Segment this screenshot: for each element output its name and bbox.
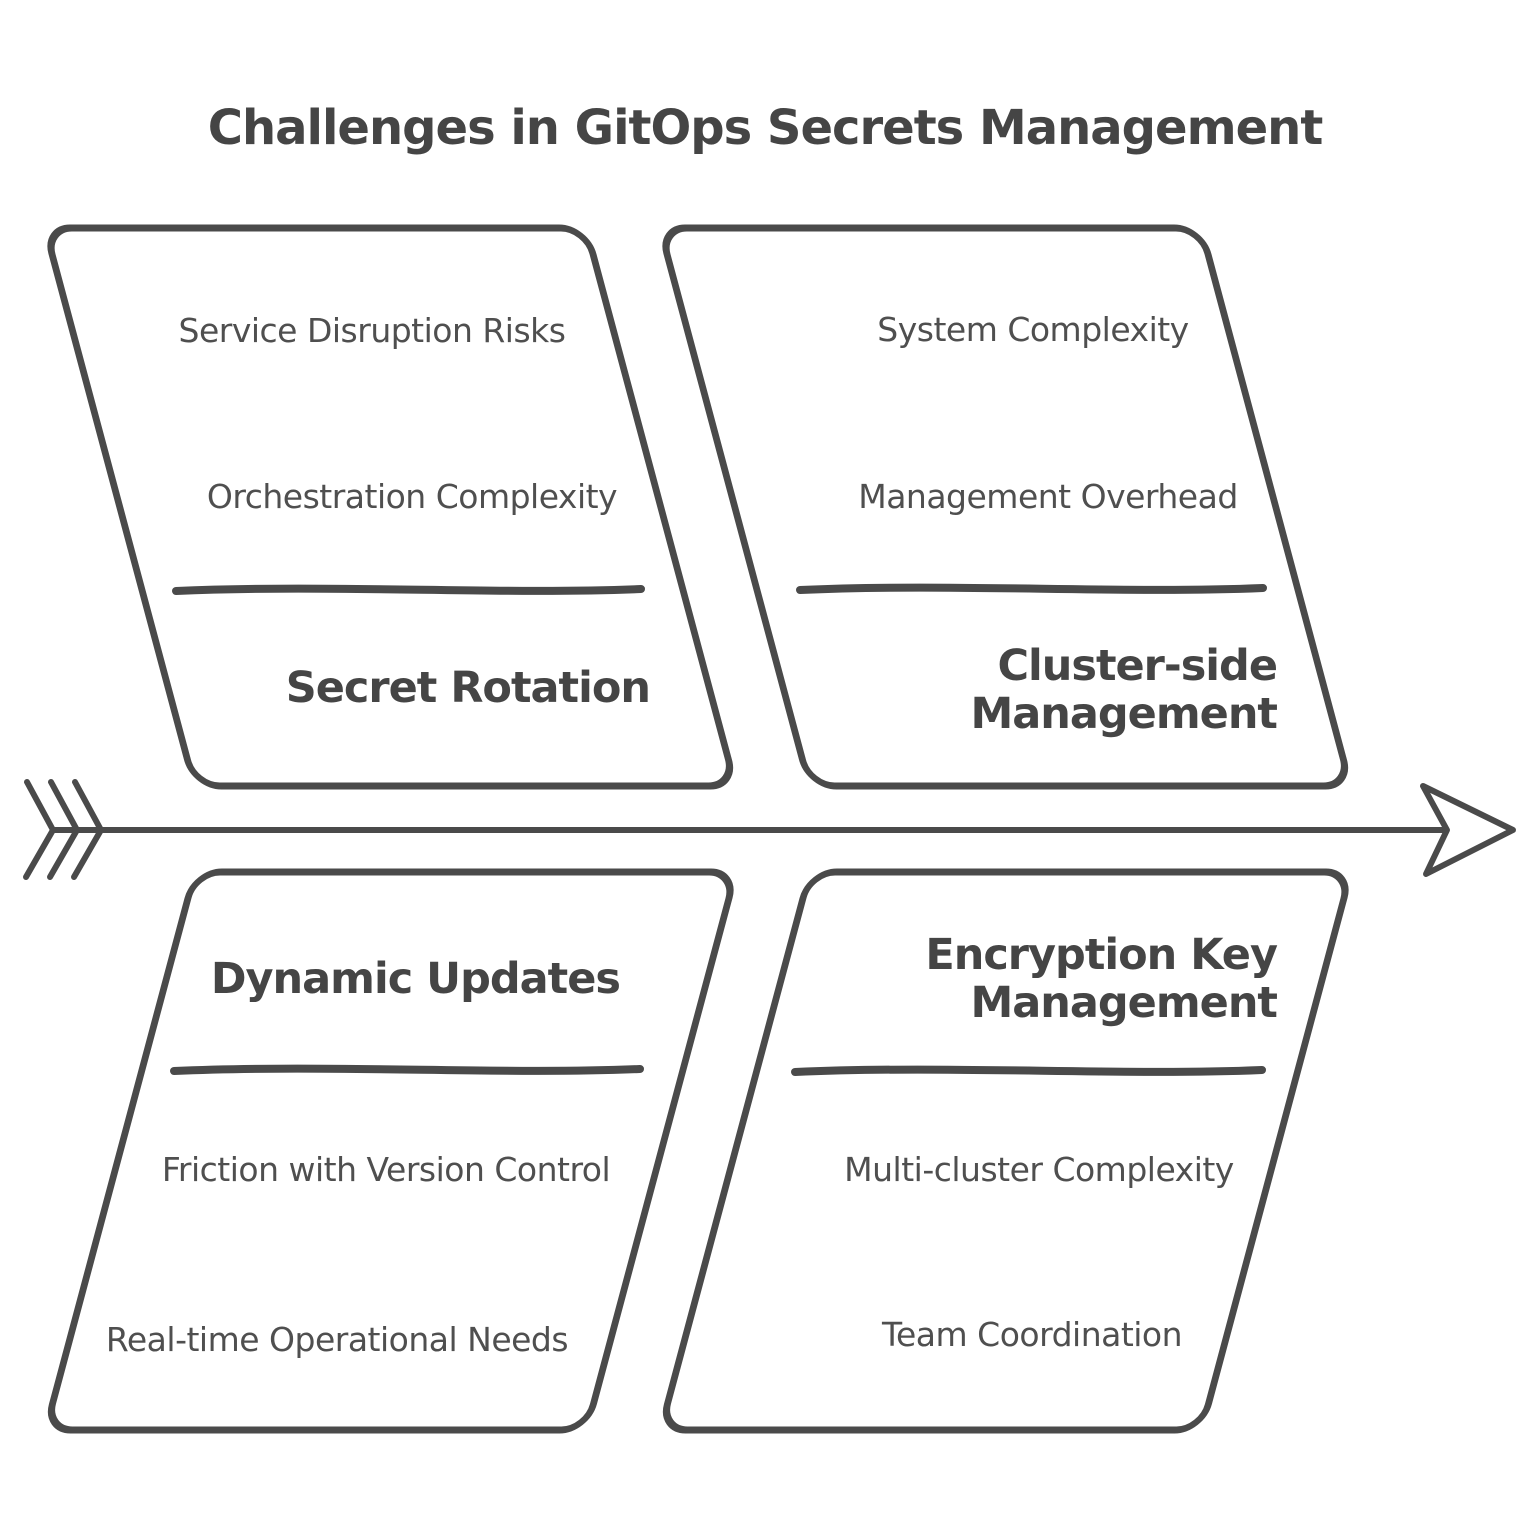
spine-fletching-icon bbox=[23, 779, 104, 880]
divider-bottom-right bbox=[791, 1065, 1266, 1076]
branch-box-top-left bbox=[47, 224, 734, 790]
branch-item: Multi-cluster Complexity bbox=[844, 1150, 1234, 1190]
divider-bottom-left bbox=[170, 1064, 644, 1075]
branch-box-top-right bbox=[662, 224, 1349, 790]
branch-item: Real-time Operational Needs bbox=[105, 1320, 569, 1360]
branch-item: Friction with Version Control bbox=[161, 1150, 611, 1190]
spine-arrowhead-icon bbox=[1420, 783, 1516, 877]
branch-item: Management Overhead bbox=[858, 477, 1238, 517]
branch-item: System Complexity bbox=[877, 310, 1189, 350]
branch-title-cluster-side-management: Cluster-side Management bbox=[970, 640, 1278, 739]
branch-title-encryption-key-management: Encryption Key Management bbox=[925, 929, 1278, 1028]
branch-title-dynamic-updates: Dynamic Updates bbox=[210, 953, 621, 1004]
branch-item: Team Coordination bbox=[881, 1315, 1183, 1355]
branch-box-bottom-left bbox=[47, 868, 734, 1434]
branch-title-secret-rotation: Secret Rotation bbox=[285, 662, 651, 713]
diagram-title: Challenges in GitOps Secrets Management bbox=[207, 100, 1324, 156]
branch-item: Orchestration Complexity bbox=[206, 477, 618, 517]
divider-top-right bbox=[796, 583, 1267, 594]
branch-box-bottom-right bbox=[662, 868, 1349, 1434]
branch-item: Service Disruption Risks bbox=[178, 311, 566, 351]
divider-top-left bbox=[172, 584, 645, 595]
